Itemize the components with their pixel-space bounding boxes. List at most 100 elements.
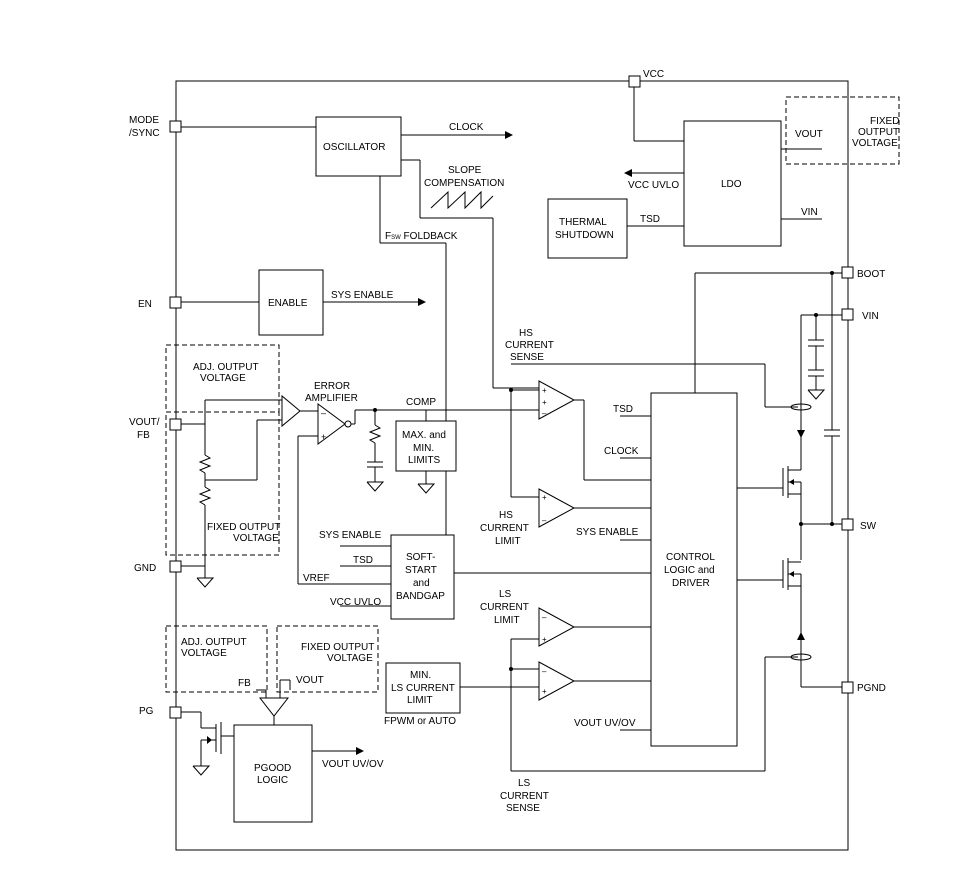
ls-sense-label-3: SENSE	[506, 803, 540, 814]
pin-sw-label: SW	[860, 521, 877, 532]
ss-label-4: BANDGAP	[396, 591, 445, 602]
thermal-shutdown-block	[547, 198, 628, 259]
sawtooth-icon	[430, 190, 494, 210]
ic-outline	[175, 80, 849, 851]
hs-sense-label-1: HS	[519, 328, 533, 339]
ss-label-2: START	[405, 565, 437, 576]
resistor-top-icon	[198, 454, 212, 474]
ls-limit-label-2: CURRENT	[480, 602, 529, 613]
pin-boot: BOOT	[841, 266, 885, 280]
hs-sense-label-2: CURRENT	[505, 340, 554, 351]
pin-voutfb-label-2: FB	[137, 430, 150, 441]
error-amplifier	[317, 403, 346, 445]
error-amp-label-2: AMPLIFIER	[305, 393, 358, 404]
ls-sense-label-2: CURRENT	[500, 791, 549, 802]
hs-limit-label-3: LIMIT	[495, 536, 521, 547]
limits-gnd-icon	[417, 483, 436, 494]
tsd-ldo-label: TSD	[640, 214, 660, 225]
ss-label-3: and	[413, 578, 430, 589]
vcc-uvlo-arrow	[624, 169, 632, 177]
ldo-vout-label: VOUT	[795, 129, 823, 140]
adj-top-label-1: ADJ. OUTPUT	[193, 362, 259, 373]
ldo-label: LDO	[721, 179, 742, 190]
min-ls-current-limit-block	[385, 662, 461, 714]
error-amp-label-1: ERROR	[314, 381, 350, 392]
vcc-uvlo-ldo-label: VCC UVLO	[628, 180, 679, 191]
fixed-fb-label-2: VOLTAGE	[233, 533, 279, 544]
pin-vcc: VCC	[628, 69, 664, 88]
clock-ctrl-label: CLOCK	[604, 446, 639, 457]
ls-limit-label-3: LIMIT	[494, 615, 520, 626]
hs-sense-label-3: SENSE	[510, 352, 544, 363]
ls-min-comparator	[538, 661, 576, 701]
limits-label-1: MAX. and	[402, 430, 446, 441]
ldo-vin-label: VIN	[801, 207, 818, 218]
pin-pgnd-label: PGND	[857, 683, 886, 694]
ls-sense-toroid	[790, 653, 812, 661]
adj-pg-label-2: VOLTAGE	[181, 648, 227, 659]
fixed-pg-label-1: FIXED OUTPUT	[301, 642, 374, 653]
pin-pg-label: PG	[139, 706, 154, 717]
comp-gnd-icon	[366, 481, 385, 492]
adj-pg-label-1: ADJ. OUTPUT	[181, 637, 247, 648]
min-ls-label-1: MIN.	[410, 670, 431, 681]
pin-sw: SW	[841, 518, 877, 532]
pin-mode-sync: MODE /SYNC	[129, 115, 182, 139]
pin-gnd-label: GND	[134, 563, 156, 574]
pgood-label-2: LOGIC	[257, 775, 288, 786]
min-ls-label-2: LS CURRENT	[391, 683, 455, 694]
control-label-2: LOGIC and	[664, 565, 715, 576]
vcc-uvlo-ss-label: VCC UVLO	[330, 597, 381, 608]
limits-label-2: MIN.	[413, 443, 434, 454]
hs-limit-label-1: HS	[499, 510, 513, 521]
pin-vin: VIN	[841, 308, 879, 322]
pin-vout-fb: VOUT/ FB	[129, 417, 182, 441]
hs-sense-toroid	[790, 403, 812, 411]
svg-text:+: +	[542, 687, 547, 696]
hs-current-arrow	[797, 430, 805, 438]
pin-mode-label-1: MODE	[129, 115, 159, 126]
pin-pg: PG	[139, 706, 182, 719]
svg-text:–: –	[542, 409, 547, 418]
oscillator-label: OSCILLATOR	[323, 142, 385, 153]
fb-pg-label: FB	[238, 678, 251, 689]
ss-label-1: SOFT-	[406, 552, 435, 563]
adj-output-voltage-pg-box	[165, 625, 268, 693]
sys-enable-arrow	[418, 298, 426, 306]
ls-limit-label-1: LS	[499, 589, 512, 600]
fixed-ldo-label-3: VOLTAGE	[852, 138, 898, 149]
svg-text:–: –	[542, 516, 547, 525]
pgood-logic-block	[233, 724, 313, 823]
control-label-3: DRIVER	[672, 578, 710, 589]
ls-current-limit-comparator	[538, 607, 576, 647]
pin-pgnd: PGND	[841, 681, 886, 694]
sys-enable-ctrl-label: SYS ENABLE	[576, 527, 639, 538]
svg-text:+: +	[542, 386, 547, 395]
control-logic-block	[650, 392, 738, 747]
fixed-output-voltage-fb-box	[165, 411, 280, 556]
vout-pg-label: VOUT	[296, 675, 324, 686]
pin-en: EN	[138, 296, 182, 310]
tsd-ss-label: TSD	[353, 555, 373, 566]
vout-uvov-arrow	[356, 747, 364, 755]
svg-text:+: +	[542, 398, 547, 407]
hs-pwm-comparator	[538, 380, 576, 420]
ls-sense-label-1: LS	[518, 778, 531, 789]
limits-label-3: LIMITS	[408, 455, 441, 466]
ls-fet-arrow	[789, 571, 794, 577]
pin-gnd: GND	[134, 560, 182, 574]
svg-text:–: –	[321, 408, 326, 418]
svg-text:+: +	[542, 493, 547, 502]
min-ls-label-3: LIMIT	[407, 695, 433, 706]
vin-gnd-icon	[807, 389, 826, 400]
slope-compensation-label-1: SLOPE	[448, 165, 482, 176]
svg-text:–: –	[542, 667, 547, 676]
ldo-block	[683, 120, 782, 247]
slope-compensation-label-2: COMPENSATION	[424, 178, 504, 189]
pg-fet-arrow	[207, 736, 212, 744]
comp-resistor-icon	[368, 424, 382, 444]
vout-uvov-ctrl-label: VOUT UV/OV	[574, 718, 636, 729]
sys-enable-out-label: SYS ENABLE	[331, 290, 394, 301]
fixed-output-voltage-ldo-box	[785, 96, 900, 165]
